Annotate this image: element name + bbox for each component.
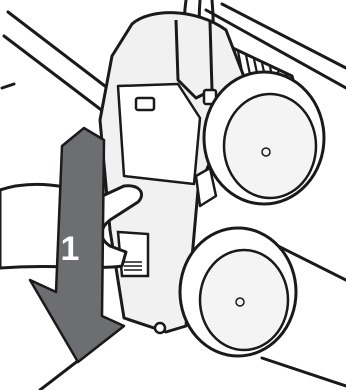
- front-wheel: [180, 228, 296, 356]
- rear-wheel: [204, 72, 324, 204]
- step-number: 1: [61, 230, 80, 268]
